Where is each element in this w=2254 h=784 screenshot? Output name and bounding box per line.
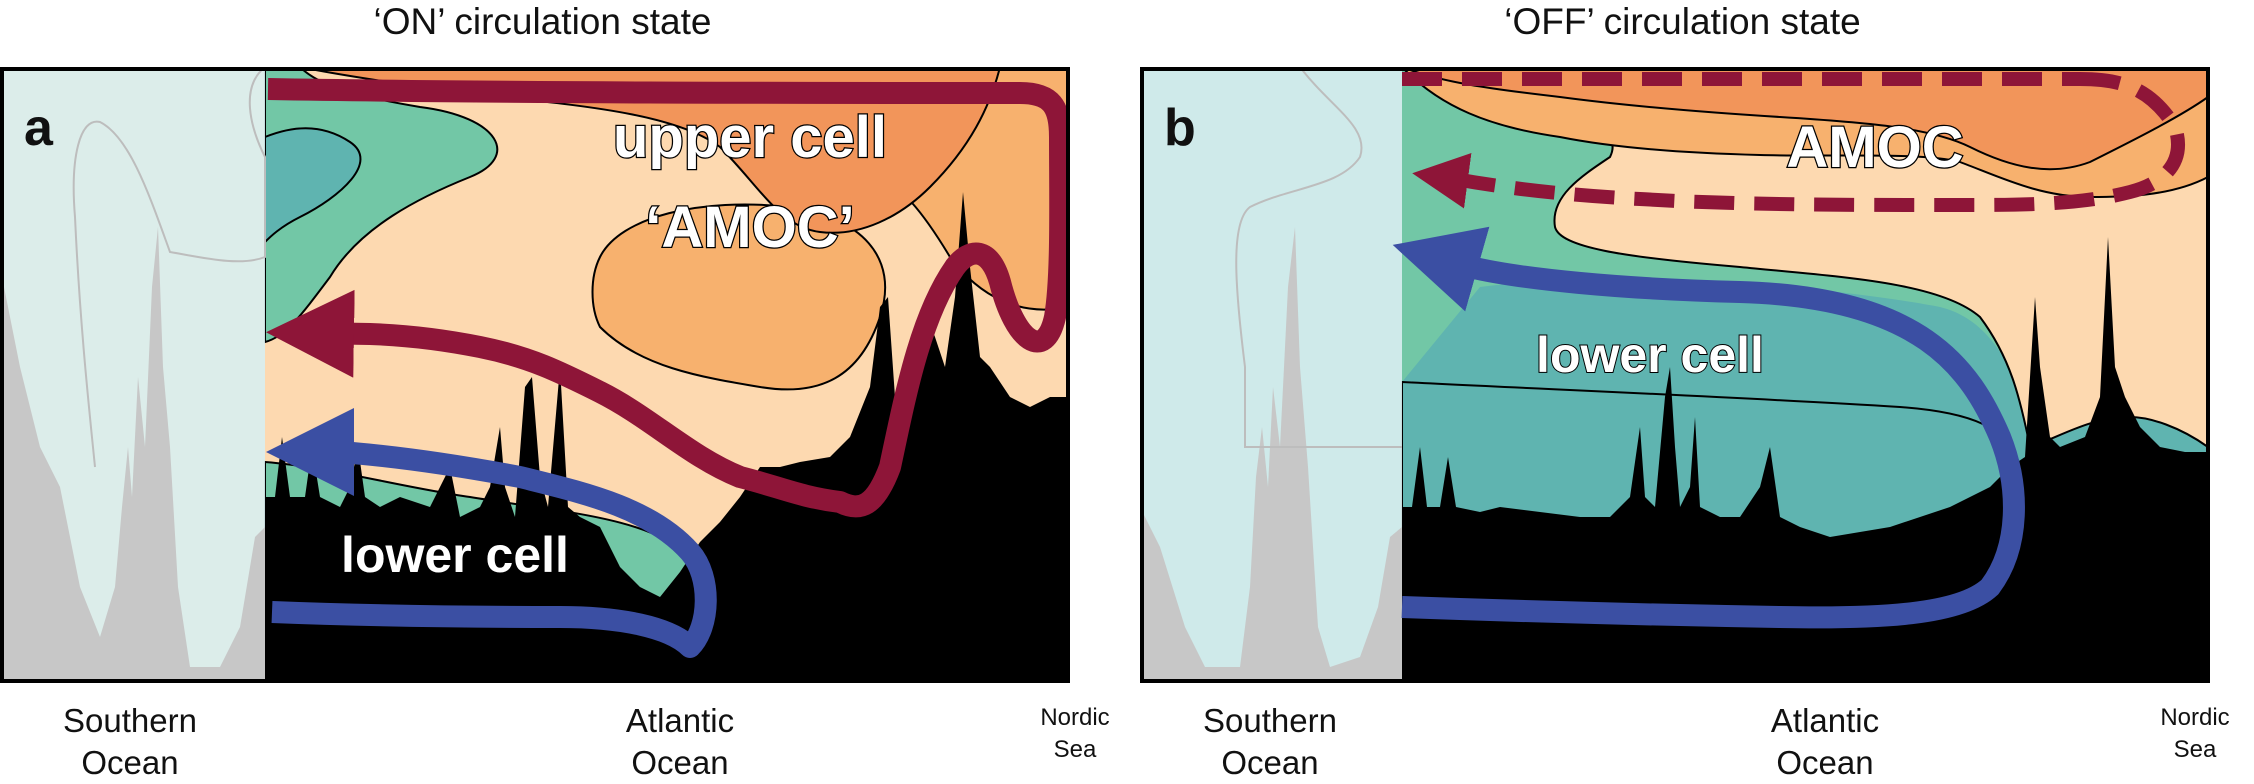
panel-letter-a: a: [24, 99, 54, 157]
lower-cell-arrow: [266, 408, 717, 658]
circulation-diagram-off: AMOC lower cell b: [1140, 67, 2220, 687]
panel-title-on: ‘ON’ circulation state: [373, 1, 712, 42]
panel-title-off: ‘OFF’ circulation state: [1504, 1, 1861, 42]
plot-frame-off: [1140, 67, 2210, 683]
region-label-atlantic-a: Atlantic Ocean: [625, 702, 735, 781]
region-label-nordic-a: Nordic Sea: [1040, 704, 1110, 763]
southern-ocean-ridge-b: [1144, 227, 1402, 681]
southern-ocean-ridge: [4, 227, 265, 681]
water-orange-dark-b: [1409, 71, 2208, 171]
lower-cell-arrow-b: [1392, 226, 2025, 629]
label-amoc-on: ‘AMOC’: [645, 195, 854, 260]
southern-ocean-contour-b: [1235, 71, 1402, 448]
circulation-diagram-on: upper cell ‘AMOC’ lower cell a: [0, 67, 1080, 687]
region-label-atlantic-b: Atlantic Ocean: [1770, 702, 1880, 781]
circulation-svg-off: AMOC lower cell b: [1140, 67, 2210, 683]
region-label-southern-b: Southern Ocean: [1203, 702, 1337, 781]
circulation-svg-on: upper cell ‘AMOC’ lower cell a: [0, 67, 1070, 683]
label-lower-cell-off: lower cell: [1536, 327, 1764, 383]
plot-frame-on: [0, 67, 1070, 683]
upper-cell-arrow: [266, 78, 1068, 518]
label-lower-cell-on: lower cell: [341, 527, 569, 583]
label-upper-cell: upper cell: [613, 105, 887, 170]
southern-ocean-contour: [72, 71, 266, 468]
region-label-southern-a: Southern Ocean: [63, 702, 197, 781]
weak-amoc-arrow: [1412, 72, 2185, 212]
water-orange-core: [591, 203, 886, 391]
ocean-topography: [265, 192, 1068, 681]
region-label-nordic-b: Nordic Sea: [2160, 704, 2230, 763]
panel-letter-b: b: [1164, 99, 1196, 157]
label-amoc-off: AMOC: [1786, 115, 1963, 180]
water-teal-upper: [264, 127, 362, 245]
